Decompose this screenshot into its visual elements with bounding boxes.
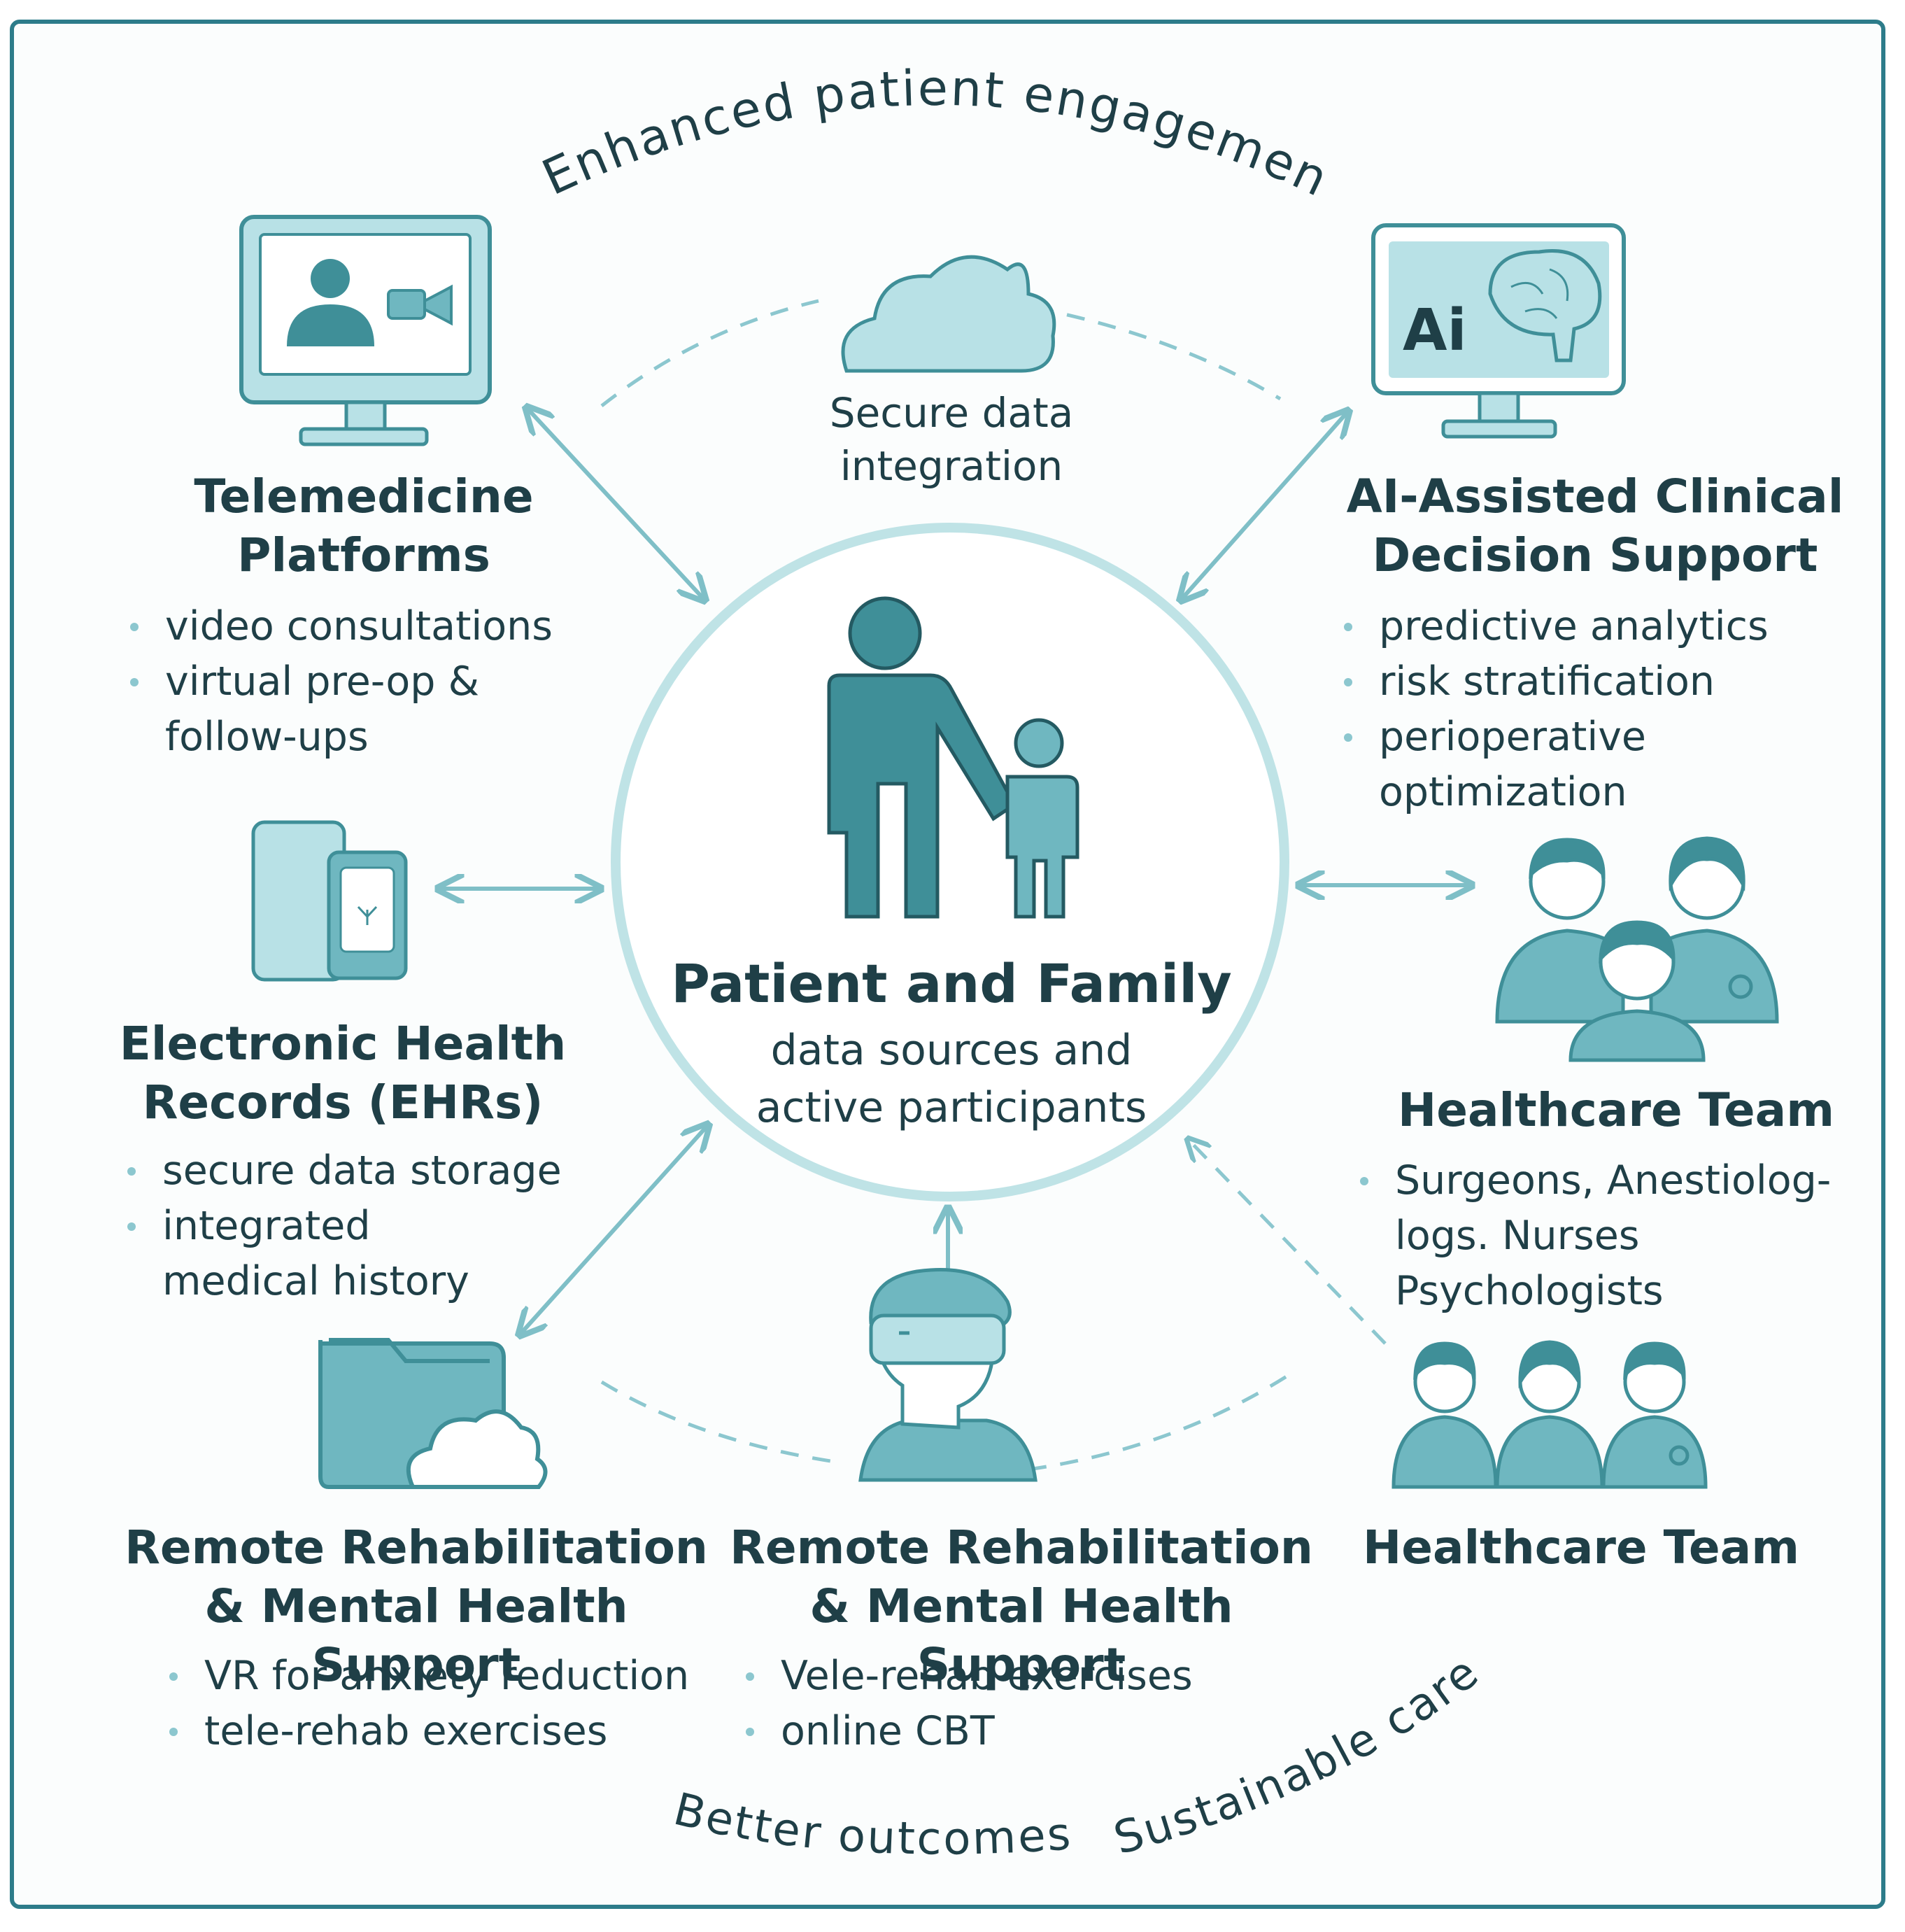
telemedicine-title-line-2: Platforms xyxy=(237,528,490,582)
bullet-item-continued: logs. Nurses xyxy=(1395,1213,1640,1259)
telemedicine-title: Telemedicine Platforms xyxy=(140,467,588,585)
ai-bullets: predictive analytics risk stratification… xyxy=(1340,599,1843,820)
telemedicine-bullets: video consultations virtual pre-op & fol… xyxy=(126,599,616,765)
top-arc-text: Enhanced patient engagement xyxy=(0,0,1338,209)
bullet-item-continued: optimization xyxy=(1379,769,1627,815)
bottom-left-arc-text: Better outcomes xyxy=(669,1784,1075,1866)
dashed-arrow-team-to-center xyxy=(1189,1141,1387,1345)
bullet-item-continued: Psychologists xyxy=(1395,1268,1664,1314)
medical-team-bottom-icon xyxy=(1391,1340,1708,1489)
cloud-label: Secure data integration xyxy=(770,386,1133,493)
cloud-icon xyxy=(841,255,1056,373)
bullet-item: VR for anxiety reduction xyxy=(165,1649,739,1704)
team-bottom-title: Healthcare Team xyxy=(1363,1521,1799,1574)
rehab-left-bullets: VR for anxiety reduction tele-rehab exer… xyxy=(165,1649,739,1759)
bullet-item: Vele-rehab exercises xyxy=(742,1649,1273,1704)
cloud-label-line-1: Secure data xyxy=(829,389,1074,437)
folder-cloud-icon xyxy=(318,1338,548,1489)
arrow-rehab-left xyxy=(521,1127,707,1333)
ehr-title-line-1: Electronic Health xyxy=(119,1017,567,1071)
dashed-arc-top-left xyxy=(600,299,819,407)
arrow-ai xyxy=(1182,413,1347,598)
rehab-mid-title-line-1: Remote Rehabilitation xyxy=(730,1521,1313,1574)
ehr-bullets: secure data storage integrated medical h… xyxy=(123,1143,613,1309)
dashed-arc-top-right xyxy=(1035,306,1282,401)
team-right-bullets: Surgeons, Anestiolog- logs. Nurses Psych… xyxy=(1356,1153,1874,1319)
bullet-item: perioperative xyxy=(1340,710,1843,765)
center-subtitle-line-2: active participants xyxy=(756,1083,1147,1132)
center-title: Patient and Family xyxy=(671,952,1232,1015)
arrow-telemedicine xyxy=(528,409,703,598)
bullet-item-continued: medical history xyxy=(162,1258,469,1304)
rehab-left-title: Remote Rehabilitation & Mental Health Su… xyxy=(112,1518,721,1695)
bullet-item: virtual pre-op & xyxy=(126,654,616,710)
rehab-mid-title: Remote Rehabilitation & Mental Health Su… xyxy=(721,1518,1322,1695)
bullet-item: online CBT xyxy=(742,1704,1273,1759)
cloud-label-line-2: integration xyxy=(840,442,1063,490)
bullet-item: predictive analytics xyxy=(1340,599,1843,654)
bullet-item: integrated xyxy=(123,1199,613,1254)
ai-title-line-1: AI-Assisted Clinical xyxy=(1346,470,1844,523)
dashed-arc-bottom-left xyxy=(600,1380,840,1465)
medical-team-icon xyxy=(1495,836,1779,1062)
bullet-item: secure data storage xyxy=(123,1143,613,1199)
rehab-left-title-line-1: Remote Rehabilitation xyxy=(125,1521,708,1574)
bullet-item: tele-rehab exercises xyxy=(165,1704,739,1759)
dashed-connectors xyxy=(600,299,1387,1472)
ai-title-line-2: Decision Support xyxy=(1372,528,1818,582)
ai-screen-label: Ai xyxy=(1403,297,1467,364)
bullet-item: video consultations xyxy=(126,599,616,654)
dashed-arc-bottom-right xyxy=(1028,1369,1296,1472)
bullet-item: risk stratification xyxy=(1340,654,1843,710)
telemedicine-title-line-1: Telemedicine xyxy=(194,470,534,523)
bullet-item: Surgeons, Anestiolog- xyxy=(1356,1153,1874,1208)
center-subtitle: data sources and active participants xyxy=(651,1022,1252,1136)
mobile-devices-icon xyxy=(251,820,408,982)
video-call-monitor-icon xyxy=(239,215,492,446)
ai-title: AI-Assisted Clinical Decision Support xyxy=(1329,467,1861,585)
team-right-title: Healthcare Team xyxy=(1398,1083,1834,1137)
ehr-title: Electronic Health Records (EHRs) xyxy=(119,1015,567,1132)
rehab-mid-title-line-2: & Mental Health Support xyxy=(809,1579,1233,1692)
parent-child-icon xyxy=(827,596,1079,919)
rehab-left-title-line-2: & Mental Health Support xyxy=(204,1579,628,1692)
vr-headset-person-icon xyxy=(858,1268,1038,1482)
ai-brain-monitor-icon: Ai xyxy=(1371,223,1626,439)
ehr-title-line-2: Records (EHRs) xyxy=(142,1076,544,1129)
rehab-mid-bullets: Vele-rehab exercises online CBT xyxy=(742,1649,1273,1759)
center-subtitle-line-1: data sources and xyxy=(770,1026,1133,1075)
bullet-item: follow-ups xyxy=(165,714,369,760)
center-circle xyxy=(611,523,1289,1201)
